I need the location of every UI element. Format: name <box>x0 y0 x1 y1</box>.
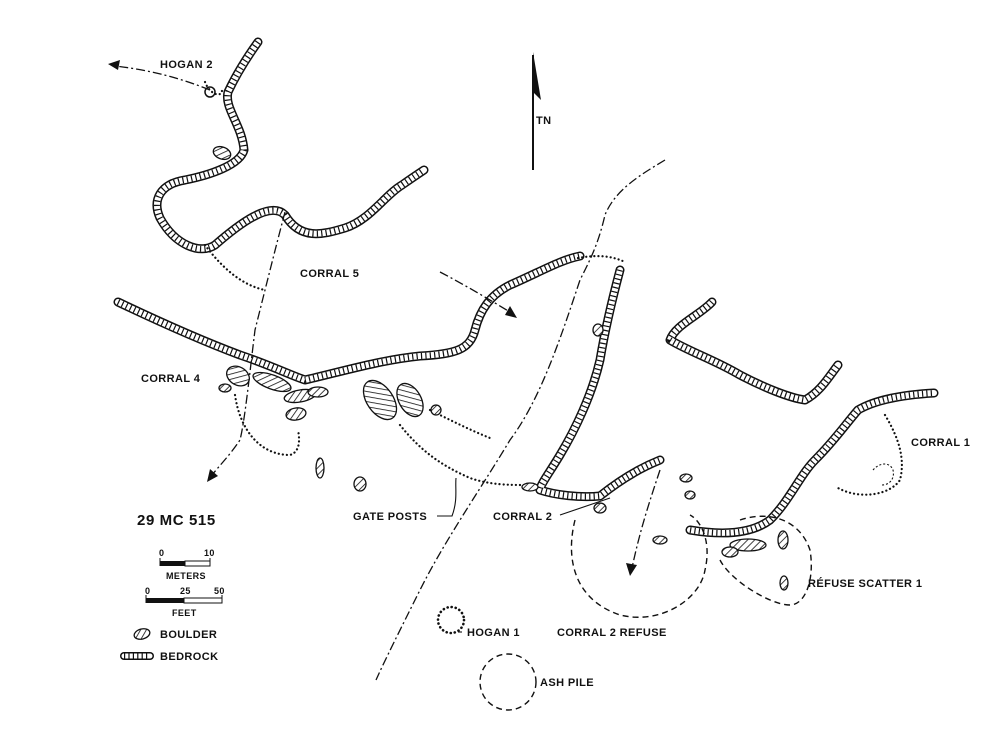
hogan-2-ring <box>204 86 216 98</box>
boulder <box>285 407 307 421</box>
corral-2-leader <box>559 497 611 516</box>
scale-feet-unit: FEET <box>172 608 197 618</box>
scale-meters-tick-10: 10 <box>204 548 215 558</box>
scale-feet-tick-0: 0 <box>145 586 150 596</box>
bedrock-ledge-corral-2 <box>535 265 665 502</box>
bedrock-ledge-corral-1 <box>685 388 939 538</box>
boulder <box>684 490 696 500</box>
boulder <box>777 530 789 550</box>
hogan-1-ring <box>436 605 466 635</box>
scale-meters-tick-0: 0 <box>159 548 164 558</box>
feature-labels: HOGAN 2 CORRAL 5 CORRAL 4 CORRAL 1 GATE … <box>141 59 970 689</box>
boulder <box>315 457 325 479</box>
scale-meters: 0 10 METERS <box>159 548 215 581</box>
boulder <box>252 371 292 393</box>
site-features <box>204 86 894 711</box>
bedrock-ledge-corral-5 <box>152 37 429 254</box>
trail-hogan-2 <box>114 65 211 91</box>
trail-main <box>375 159 666 681</box>
scale-meters-unit: METERS <box>166 571 206 581</box>
scale-feet: 0 25 50 FEET <box>145 586 225 618</box>
label-corral-2-refuse: CORRAL 2 REFUSE <box>557 627 667 639</box>
boulder <box>592 323 604 337</box>
north-label: TN <box>536 115 551 127</box>
boulder <box>353 476 367 492</box>
boulder <box>729 538 767 552</box>
scale-meters-bar-black <box>160 561 185 566</box>
boulder <box>779 575 789 591</box>
leader-lines <box>437 477 611 633</box>
label-corral-5: CORRAL 5 <box>300 268 359 280</box>
corral-1-feature <box>872 463 894 486</box>
bedrock-ledge-central <box>113 251 585 385</box>
bedrock-ledge-east <box>665 297 843 405</box>
bedrock-ledges <box>113 37 939 538</box>
stone-alignment-gate-north <box>428 408 492 440</box>
boulder <box>396 382 424 418</box>
scale-feet-bar-black <box>146 598 184 603</box>
refuse-scatter-1-outline <box>719 515 812 606</box>
stone-alignment-corral-5 <box>203 243 267 292</box>
gate-posts-leader <box>437 477 457 517</box>
boulder <box>721 546 739 558</box>
trail-corral-4 <box>211 211 286 476</box>
scale-feet-tick-25: 25 <box>180 586 191 596</box>
label-corral-2: CORRAL 2 <box>493 511 552 523</box>
scale-feet-bar-white <box>183 597 223 604</box>
label-gate-posts: GATE POSTS <box>353 511 427 523</box>
corral-2-refuse-outline <box>570 514 708 618</box>
stone-alignments <box>203 80 903 496</box>
stone-alignment-north <box>576 255 627 264</box>
trail-corral-north-arrow <box>505 306 517 318</box>
boulder <box>307 386 329 398</box>
label-hogan-1: HOGAN 1 <box>467 627 520 639</box>
boulder <box>652 535 668 545</box>
boulder <box>362 379 398 421</box>
label-refuse-scatter-1: RÉFUSE SCATTER 1 <box>808 577 922 590</box>
legend: BOULDER BEDROCK <box>120 628 218 663</box>
boulder <box>593 502 607 514</box>
label-corral-1: CORRAL 1 <box>911 437 970 449</box>
legend-boulder-label: BOULDER <box>160 629 217 641</box>
label-hogan-2: HOGAN 2 <box>160 59 213 71</box>
boulder <box>212 145 232 161</box>
stone-alignment-corral-1 <box>836 413 903 496</box>
scale-meters-bar-white <box>184 560 211 567</box>
trail-corral-4-arrow <box>207 469 218 482</box>
boulders <box>212 145 789 591</box>
legend-boulder-symbol <box>133 628 151 640</box>
legend-bedrock-label: BEDROCK <box>160 651 218 663</box>
trail-corral-2-arrow <box>626 563 637 576</box>
label-ash-pile: ASH PILE <box>540 677 594 689</box>
boulder <box>521 482 539 492</box>
scale-feet-tick-50: 50 <box>214 586 225 596</box>
boulder <box>679 473 693 483</box>
boulder <box>430 404 442 416</box>
boulder <box>226 365 250 387</box>
stone-alignment-corral-4 <box>233 393 301 457</box>
trail-corral-north <box>439 271 511 313</box>
trail-corral-2 <box>631 469 661 569</box>
site-title: 29 MC 515 <box>137 512 216 529</box>
stone-alignment-gate <box>398 423 527 487</box>
trail-hogan-2-arrow <box>108 60 120 70</box>
boulder <box>218 383 232 393</box>
north-arrow-head <box>533 52 541 100</box>
trails <box>108 60 666 681</box>
ash-pile-outline <box>479 653 537 711</box>
label-corral-4: CORRAL 4 <box>141 373 201 385</box>
north-arrow: TN <box>532 52 551 170</box>
